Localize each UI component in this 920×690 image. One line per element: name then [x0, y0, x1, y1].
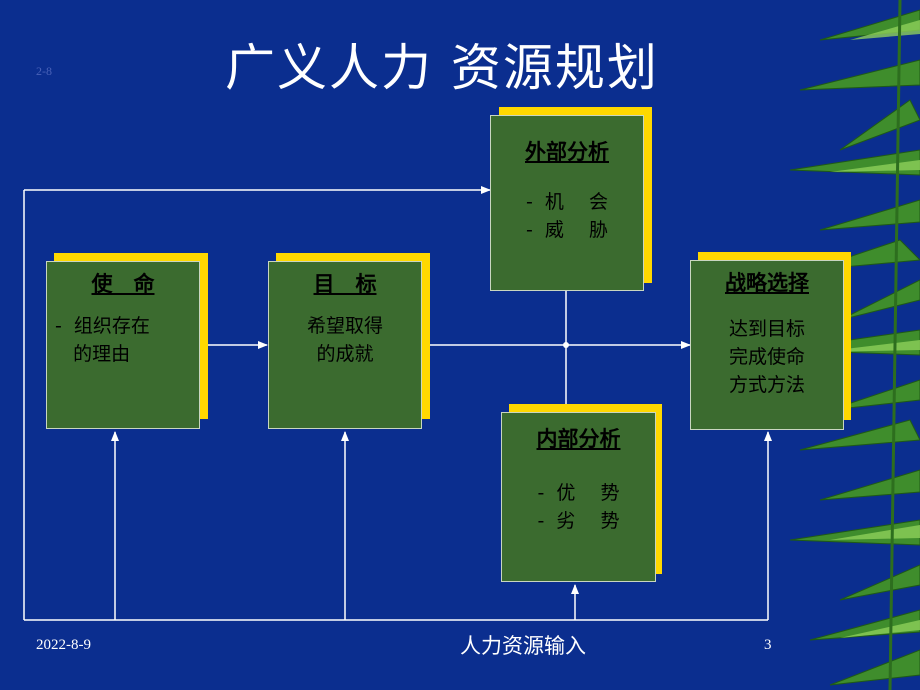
external-heading: 外部分析 — [525, 140, 609, 164]
slide-title: 广义人力 资源规划 — [225, 39, 659, 97]
goal-heading: 目 标 — [313, 272, 377, 296]
strategy-heading: 战略选择 — [725, 271, 809, 295]
internal-heading: 内部分析 — [536, 427, 621, 451]
strategy-choice-box: 战略选择 达到目标 完成使命 方式方法 — [690, 260, 844, 430]
mission-text: - 组织存在 的理由 — [55, 315, 150, 365]
footer-date: 2022-8-9 — [36, 637, 91, 653]
strategy-text: 达到目标 完成使命 方式方法 — [728, 318, 805, 396]
internal-analysis-box: 内部分析 - 优 势 - 劣 势 — [501, 412, 656, 582]
goal-box: 目 标 希望取得 的成就 — [268, 261, 422, 429]
mission-heading: 使 命 — [91, 272, 155, 296]
page-number: 3 — [764, 637, 772, 653]
mission-box: 使 命 - 组织存在 的理由 — [46, 261, 200, 429]
slide-tag: 2-8 — [36, 64, 52, 78]
hr-input-label: 人力资源输入 — [460, 634, 586, 658]
internal-text: - 优 势 - 劣 势 — [537, 482, 620, 532]
goal-text: 希望取得 的成就 — [306, 315, 383, 365]
external-analysis-box: 外部分析 - 机 会 - 威 胁 — [490, 115, 644, 291]
external-text: - 机 会 - 威 胁 — [526, 191, 608, 241]
